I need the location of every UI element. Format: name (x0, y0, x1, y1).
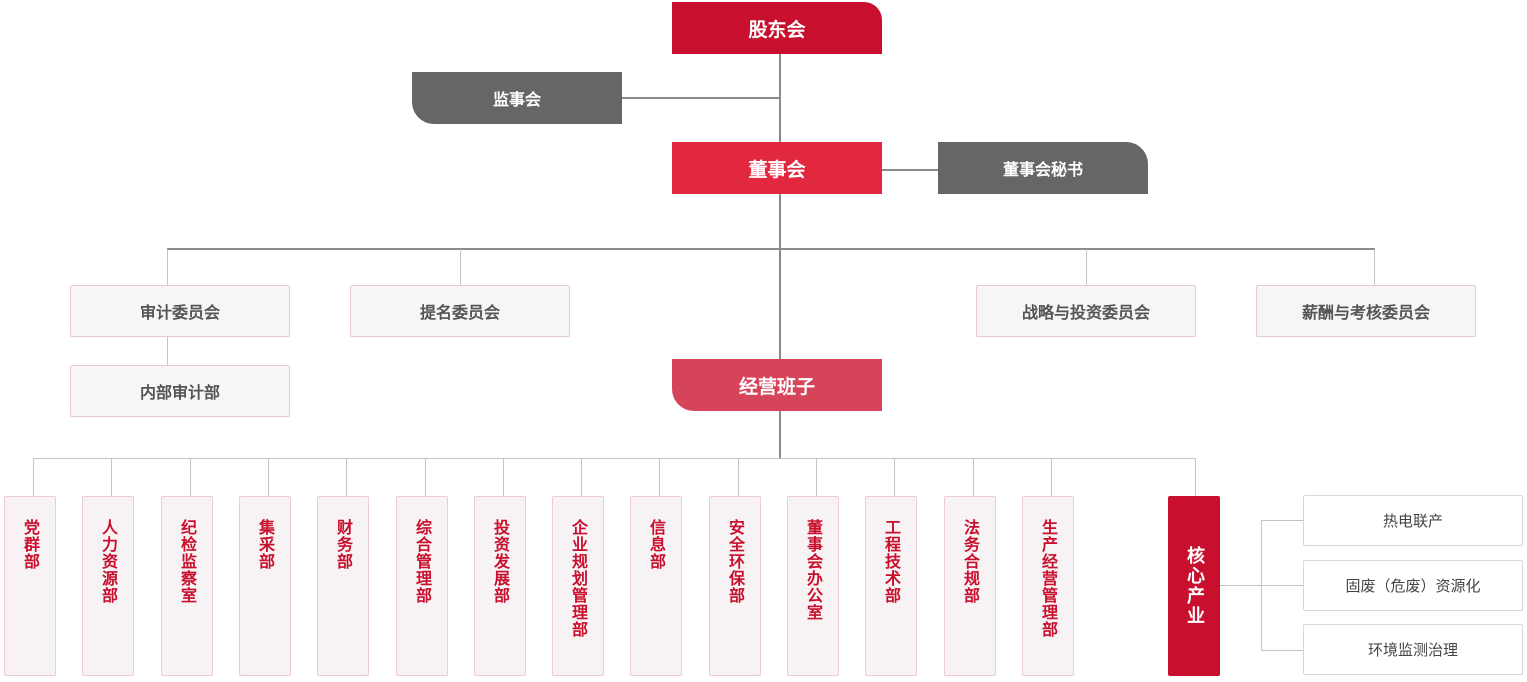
department-drop (268, 458, 269, 496)
core-link (1220, 585, 1262, 586)
core-tick-1 (1261, 520, 1303, 521)
supervisors-link (621, 97, 780, 99)
department-label: 投资发展部 (491, 519, 510, 604)
department-label: 集采部 (256, 519, 275, 570)
secretary-link (881, 169, 939, 171)
committee-drop-1 (167, 249, 168, 286)
core-item-cogeneration: 热电联产 (1303, 495, 1523, 546)
department-box: 党群部 (4, 496, 56, 676)
department-drop (581, 458, 582, 496)
department-label: 企业规划管理部 (569, 519, 588, 638)
department-label: 法务合规部 (961, 519, 980, 604)
department-label: 信息部 (647, 519, 666, 570)
core-drop (1195, 458, 1196, 496)
board-box: 董事会 (672, 142, 882, 194)
department-drop (894, 458, 895, 496)
department-box: 人力资源部 (82, 496, 134, 676)
department-label: 安全环保部 (726, 519, 745, 604)
department-label: 财务部 (334, 519, 353, 570)
department-box: 集采部 (239, 496, 291, 676)
department-label: 纪检监察室 (178, 519, 197, 604)
trunk-middle (779, 193, 781, 360)
department-box: 法务合规部 (944, 496, 996, 676)
department-drop (1051, 458, 1052, 496)
committee-nomination: 提名委员会 (350, 285, 570, 337)
core-tick-3 (1261, 650, 1303, 651)
department-label: 综合管理部 (413, 519, 432, 604)
core-industry-label: 核心产业 (1184, 546, 1205, 626)
core-item-solid-waste: 固废（危废）资源化 (1303, 560, 1523, 611)
department-label: 董事会办公室 (804, 519, 823, 621)
internal-audit-box: 内部审计部 (70, 365, 290, 417)
core-industry-box: 核心产业 (1168, 496, 1220, 676)
trunk-top (779, 53, 781, 143)
department-drop (190, 458, 191, 496)
department-box: 综合管理部 (396, 496, 448, 676)
supervisors-box: 监事会 (412, 72, 622, 124)
committee-bus (167, 248, 1375, 250)
department-box: 信息部 (630, 496, 682, 676)
trunk-bottom (779, 410, 781, 458)
committee-strategy: 战略与投资委员会 (976, 285, 1196, 337)
shareholders-box: 股东会 (672, 2, 882, 54)
department-drop (973, 458, 974, 496)
department-drop (111, 458, 112, 496)
committee-audit: 审计委员会 (70, 285, 290, 337)
audit-link (167, 336, 168, 366)
committee-drop-4 (1374, 249, 1375, 286)
department-box: 工程技术部 (865, 496, 917, 676)
department-box: 董事会办公室 (787, 496, 839, 676)
department-box: 生产经营管理部 (1022, 496, 1074, 676)
department-drop (659, 458, 660, 496)
committee-drop-3 (1086, 249, 1087, 286)
department-label: 党群部 (21, 519, 40, 570)
committee-drop-2 (460, 249, 461, 286)
department-drop (503, 458, 504, 496)
department-drop (425, 458, 426, 496)
core-tick-2 (1261, 585, 1303, 586)
committee-remuneration: 薪酬与考核委员会 (1256, 285, 1476, 337)
department-drop (738, 458, 739, 496)
department-bus (33, 458, 1196, 459)
core-item-env-monitoring: 环境监测治理 (1303, 624, 1523, 675)
department-drop (33, 458, 34, 496)
board-secretary-box: 董事会秘书 (938, 142, 1148, 194)
management-box: 经营班子 (672, 359, 882, 411)
department-drop (816, 458, 817, 496)
department-label: 工程技术部 (882, 519, 901, 604)
department-box: 企业规划管理部 (552, 496, 604, 676)
department-label: 人力资源部 (99, 519, 118, 604)
department-drop (346, 458, 347, 496)
department-box: 纪检监察室 (161, 496, 213, 676)
department-label: 生产经营管理部 (1039, 519, 1058, 638)
department-box: 投资发展部 (474, 496, 526, 676)
department-box: 安全环保部 (709, 496, 761, 676)
department-box: 财务部 (317, 496, 369, 676)
